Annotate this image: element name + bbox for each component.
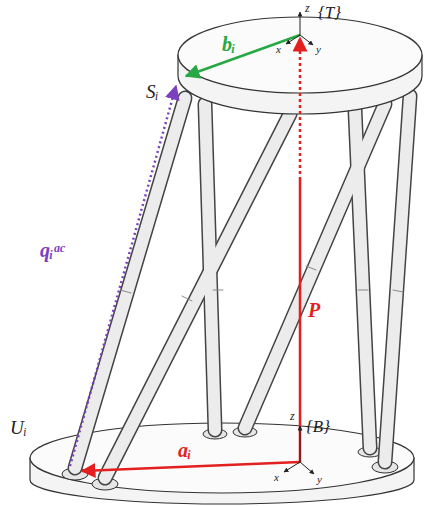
axis-label: z [305, 2, 310, 14]
axis-label: y [316, 44, 321, 55]
vector-b [186, 35, 300, 76]
vector-label: aᵢ [178, 440, 191, 460]
top-axes [286, 12, 313, 45]
vector-label: P [308, 300, 320, 320]
vector-q [70, 86, 176, 466]
vector-p-dotted [299, 38, 302, 180]
vector-label: qᵢᵃᶜ [40, 240, 64, 260]
vector-label: bᵢ [222, 34, 235, 54]
vector-a [82, 462, 300, 471]
axis-label: x [276, 44, 281, 55]
point-label: Uᵢ [10, 418, 27, 437]
vector-p [299, 180, 302, 462]
axis-label: y [317, 474, 322, 485]
frame-label: {B} [306, 418, 330, 435]
axis-label: x [274, 472, 279, 483]
frame-label: {T} [318, 4, 341, 21]
point-label: Sᵢ [146, 82, 159, 101]
axis-label: z [290, 410, 295, 422]
legs [75, 96, 410, 478]
